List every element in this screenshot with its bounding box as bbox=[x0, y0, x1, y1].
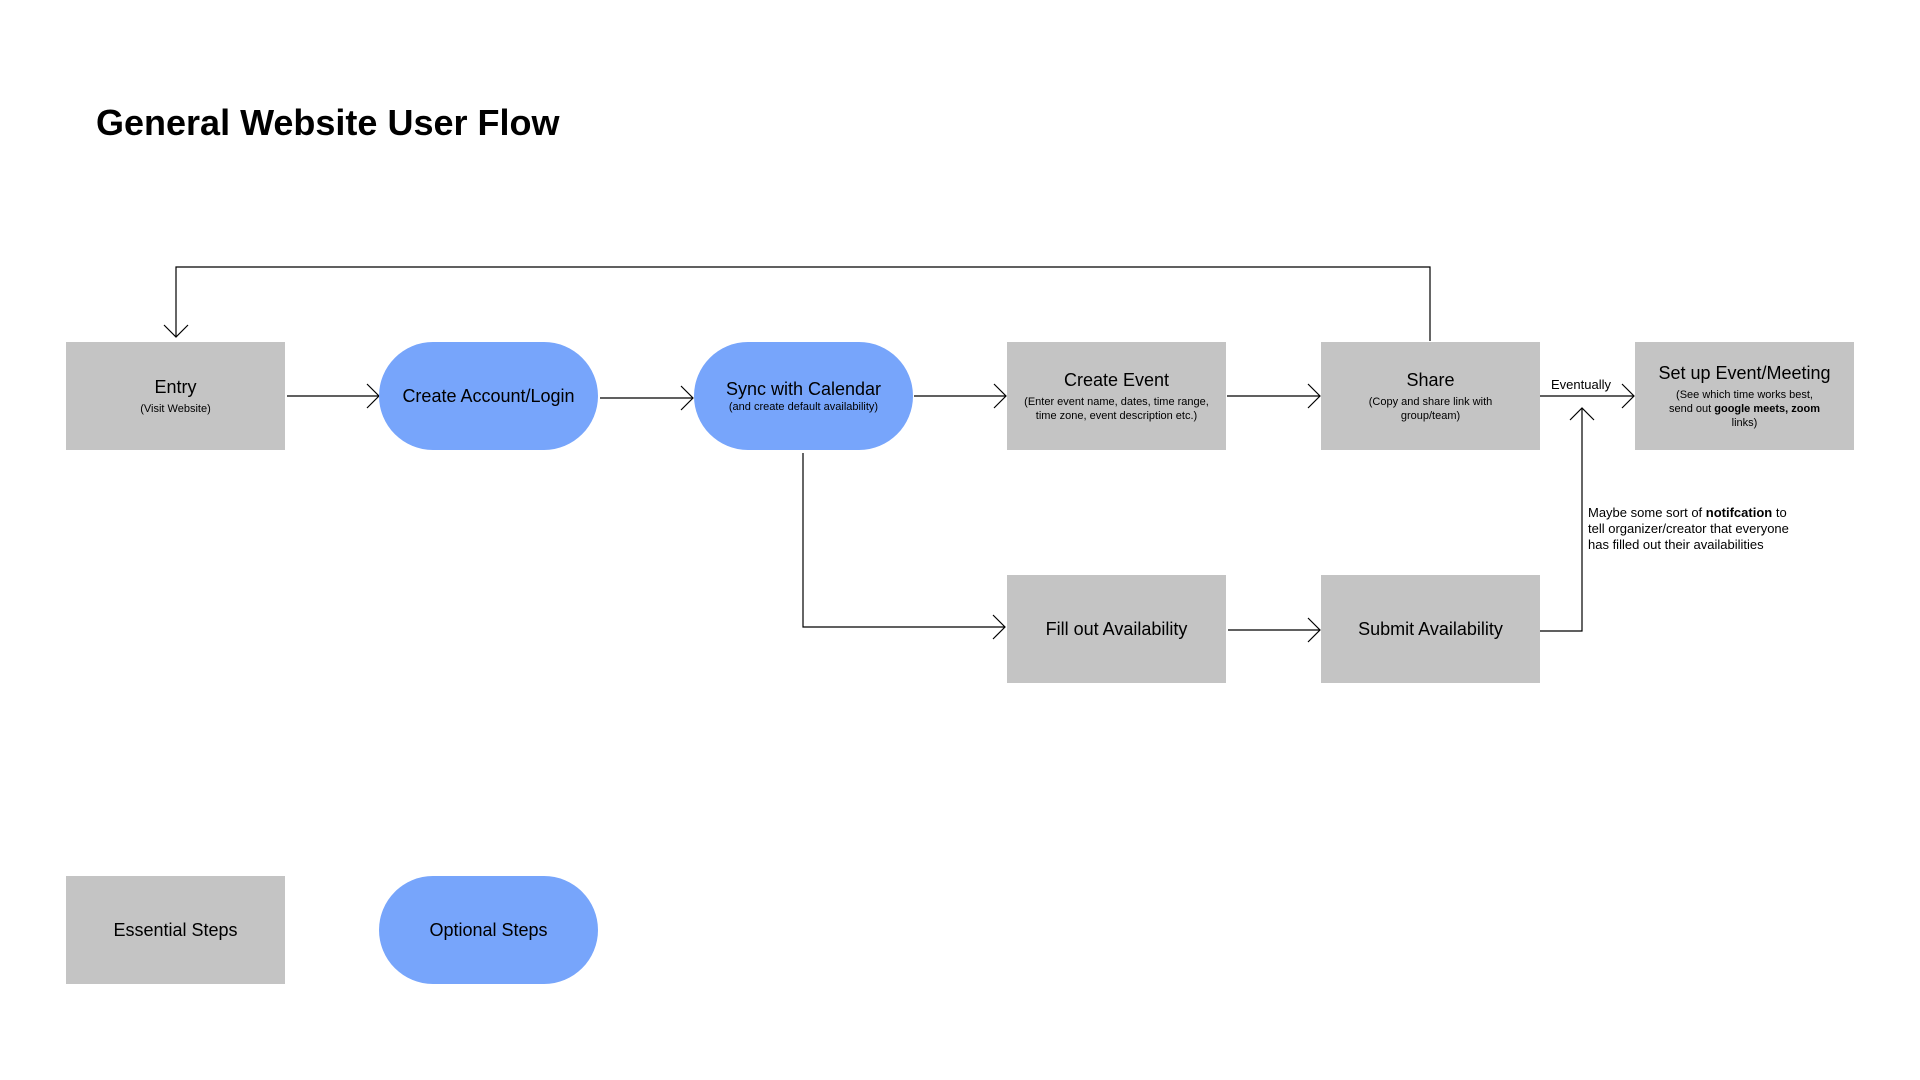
node-setup-event-sub-part2: links) bbox=[1731, 417, 1758, 429]
legend-essential-label: Essential Steps bbox=[113, 920, 238, 940]
node-sync-calendar: Sync with Calendar (and create default a… bbox=[694, 342, 913, 450]
arrowhead bbox=[1569, 407, 1595, 421]
arrowhead bbox=[680, 385, 694, 411]
node-setup-event-sub: (See which time works best, send out goo… bbox=[1635, 388, 1854, 430]
note-part1: Maybe some sort of bbox=[1588, 505, 1706, 520]
node-entry-label: Entry bbox=[154, 377, 197, 397]
node-setup-event-label: Set up Event/Meeting bbox=[1658, 363, 1831, 383]
node-sync-calendar-label: Sync with Calendar bbox=[725, 379, 882, 399]
node-entry-sub: (Visit Website) bbox=[140, 403, 211, 415]
node-submit-availability-label: Submit Availability bbox=[1358, 619, 1503, 639]
node-sync-calendar-sub: (and create default availability) bbox=[728, 401, 879, 413]
legend-essential: Essential Steps bbox=[66, 876, 285, 984]
node-create-account-label: Create Account/Login bbox=[402, 386, 575, 406]
edge-submit-to-setup bbox=[1540, 408, 1583, 632]
node-setup-event: Set up Event/Meeting (See which time wor… bbox=[1635, 342, 1854, 450]
node-create-event-label: Create Event bbox=[1063, 370, 1170, 390]
note-bold: notifcation bbox=[1705, 505, 1773, 520]
arrowhead bbox=[993, 383, 1007, 409]
page-title: General Website User Flow bbox=[96, 102, 560, 143]
arrowhead bbox=[1307, 617, 1321, 643]
notification-note: Maybe some sort of notifcation to tell o… bbox=[1588, 505, 1798, 553]
arrowhead bbox=[1307, 383, 1321, 409]
edge-label-eventually: Eventually bbox=[1551, 377, 1611, 392]
node-fill-availability: Fill out Availability bbox=[1007, 575, 1226, 683]
note-part2: to tell organizer/creator that everyone … bbox=[1588, 505, 1789, 552]
edge-share-loop-to-entry bbox=[175, 266, 1431, 341]
node-share: Share (Copy and share link with group/te… bbox=[1321, 342, 1540, 450]
node-submit-availability: Submit Availability bbox=[1321, 575, 1540, 683]
node-fill-availability-label: Fill out Availability bbox=[1045, 619, 1188, 639]
node-setup-event-sub-bold: google meets, zoom bbox=[1714, 403, 1820, 415]
node-create-event: Create Event (Enter event name, dates, t… bbox=[1007, 342, 1226, 450]
arrowhead bbox=[163, 324, 189, 338]
node-entry: Entry (Visit Website) bbox=[66, 342, 285, 450]
node-setup-event-sub-part1: (See which time works best, send out bbox=[1668, 389, 1813, 415]
node-create-account: Create Account/Login bbox=[379, 342, 598, 450]
legend-optional: Optional Steps bbox=[379, 876, 598, 984]
legend-optional-label: Optional Steps bbox=[429, 920, 548, 940]
arrowhead bbox=[992, 614, 1006, 640]
arrowhead bbox=[1621, 383, 1635, 409]
node-share-sub: (Copy and share link with group/team) bbox=[1368, 396, 1493, 422]
node-create-event-sub: (Enter event name, dates, time range, ti… bbox=[1024, 396, 1209, 422]
edge-sync-to-fill bbox=[802, 453, 1005, 628]
node-share-label: Share bbox=[1406, 370, 1455, 390]
